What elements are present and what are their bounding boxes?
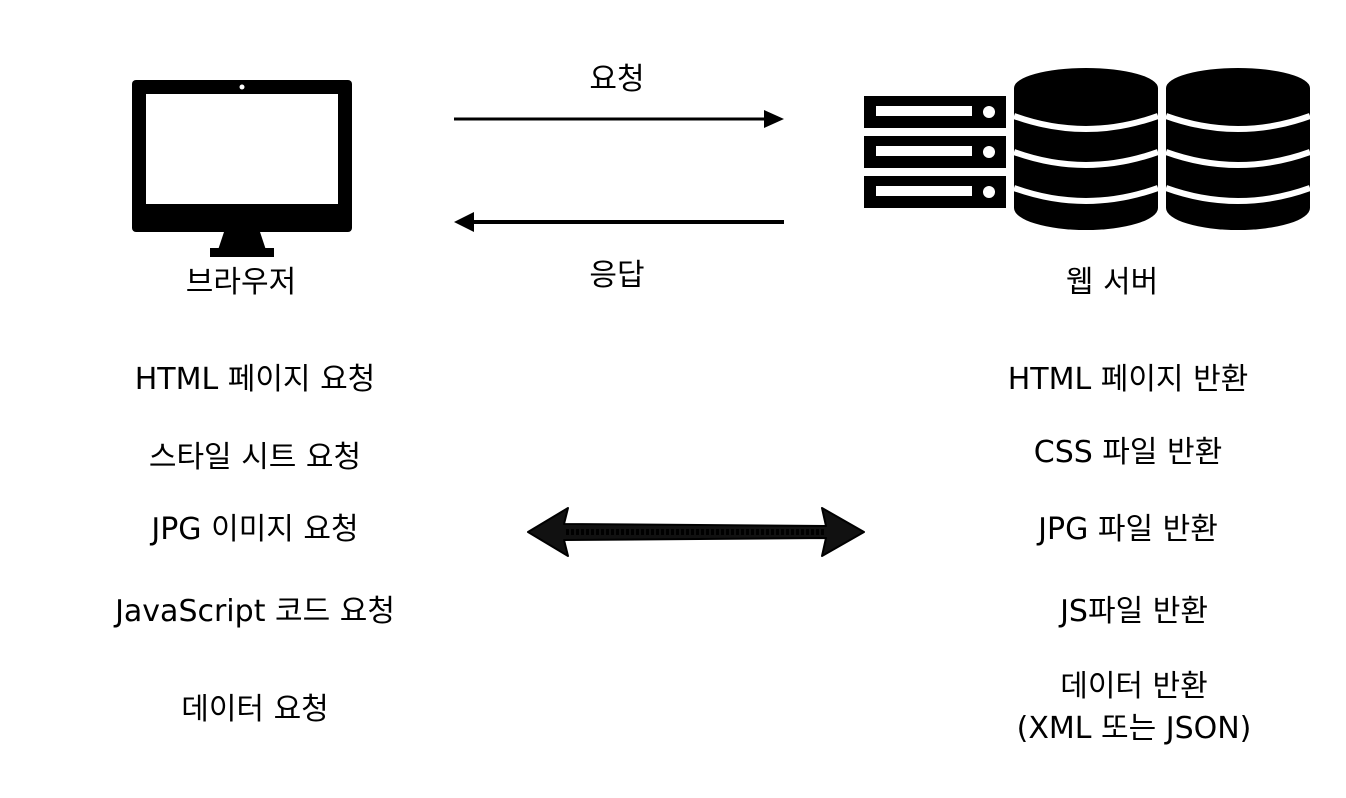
- server-icon: [862, 66, 1312, 236]
- response-item-html: HTML 페이지 반환: [1007, 362, 1249, 397]
- response-item-js: JS파일 반환: [1060, 594, 1208, 629]
- request-item-data: 데이터 요청: [181, 692, 329, 727]
- request-item-javascript: JavaScript 코드 요청: [115, 594, 395, 629]
- response-item-css: CSS 파일 반환: [1033, 435, 1223, 470]
- request-item-stylesheet: 스타일 시트 요청: [148, 440, 362, 475]
- response-label: 응답: [589, 258, 645, 293]
- response-item-data-line1: 데이터 반환: [1060, 669, 1208, 704]
- request-label: 요청: [589, 62, 645, 97]
- double-arrow: [524, 504, 868, 560]
- request-item-html: HTML 페이지 요청: [134, 362, 376, 397]
- browser-label: 브라우저: [185, 265, 297, 300]
- response-arrow: [452, 210, 786, 234]
- request-item-jpg: JPG 이미지 요청: [151, 512, 359, 547]
- response-item-data: 데이터 반환 (XML 또는 JSON): [1017, 666, 1252, 750]
- response-item-data-line2: (XML 또는 JSON): [1016, 711, 1252, 746]
- monitor-icon: [132, 80, 352, 258]
- response-item-jpg: JPG 파일 반환: [1038, 512, 1218, 547]
- request-arrow: [452, 108, 786, 130]
- server-label: 웹 서버: [1065, 265, 1159, 300]
